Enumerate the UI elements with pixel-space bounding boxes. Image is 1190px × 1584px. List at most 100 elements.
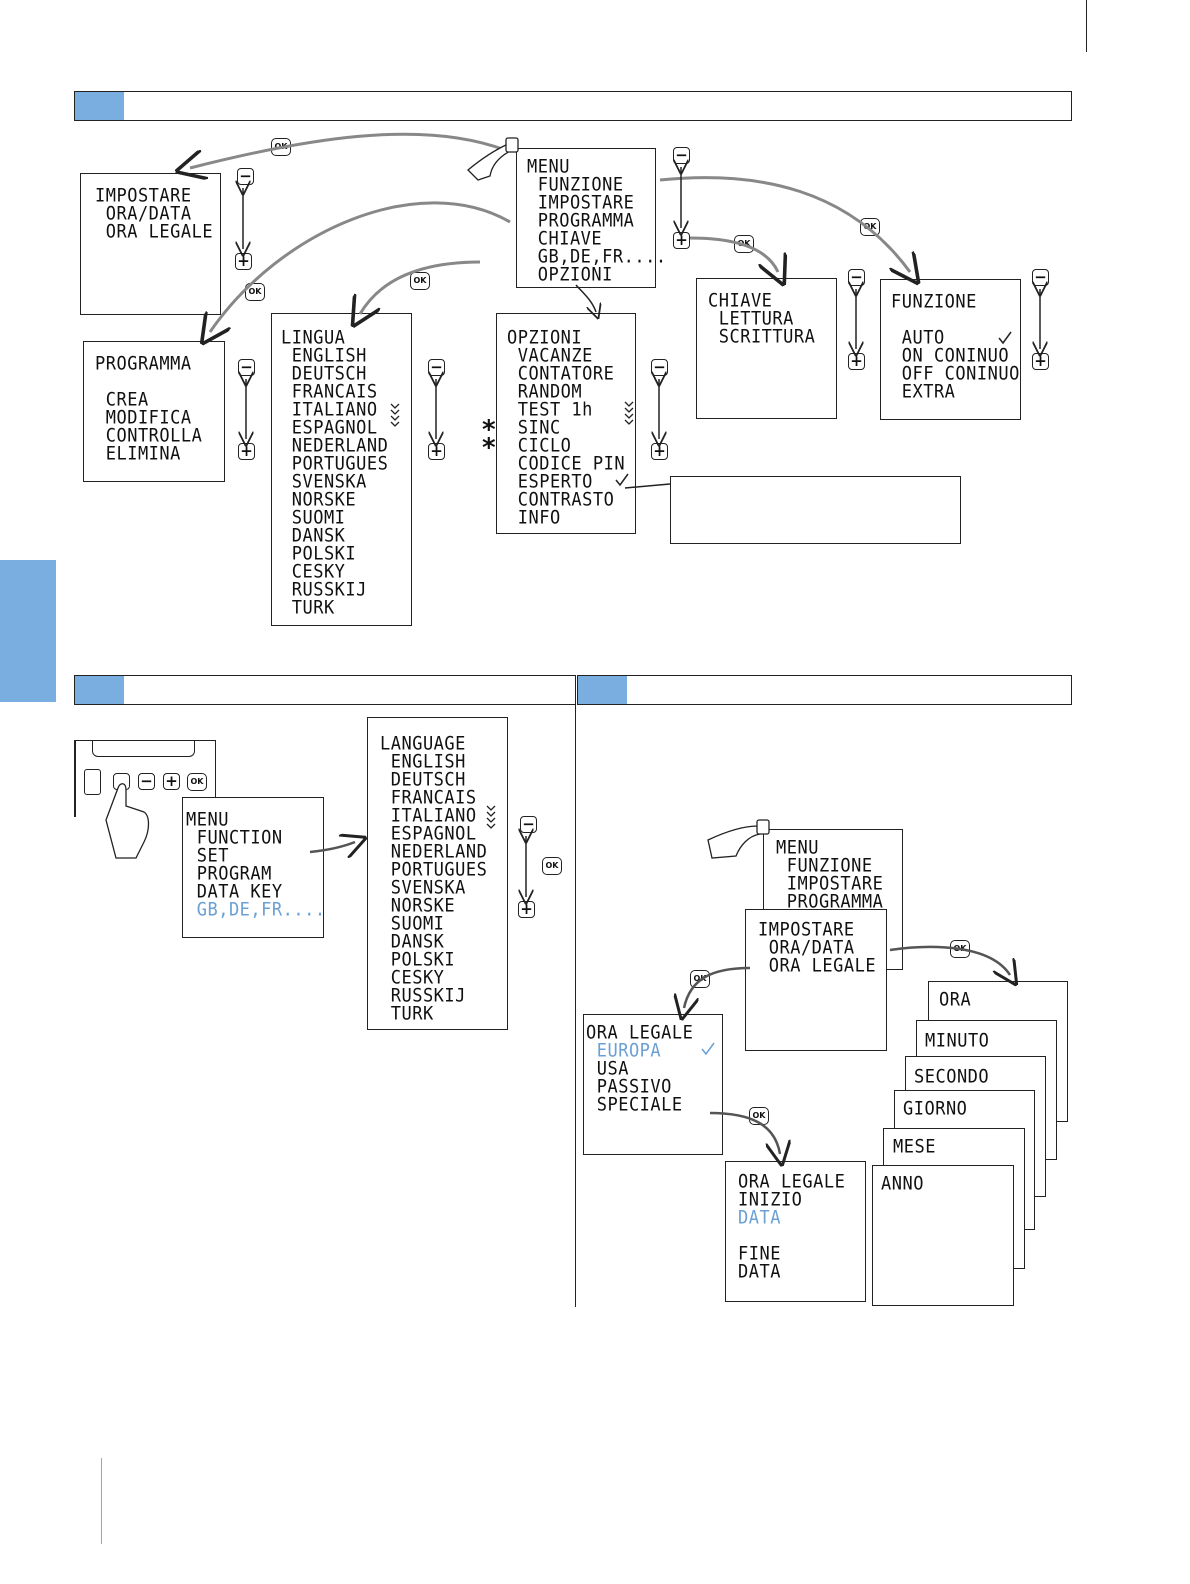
menu-en-line-4: DATA KEY	[186, 880, 283, 904]
screen-inizio-fine: ORA LEGALE INIZIO DATA FINE DATA	[725, 1161, 866, 1302]
programma-line-5: ELIMINA	[95, 442, 181, 466]
language-line-10: SUOMI	[380, 912, 445, 936]
opzioni-line-7: CODICE PIN	[507, 452, 626, 476]
menu-line-6: OPZIONI	[527, 263, 613, 287]
lingua-line-13: CESKY	[281, 560, 346, 584]
section-bar-ora-legale	[577, 675, 1072, 705]
menu-it-line-3: PROGRAMMA	[776, 890, 884, 914]
funzione-line-3: ON CONINUO	[891, 344, 1010, 368]
ora-legale-title: ORA LEGALE	[586, 1021, 694, 1045]
plus-button[interactable]: +	[235, 253, 252, 270]
hand-pointer-icon	[467, 137, 519, 181]
lingua-line-12: POLSKI	[281, 542, 357, 566]
plus-button[interactable]: +	[238, 443, 255, 460]
language-line-5: ESPAGNOL	[380, 822, 477, 846]
impostare-line-2: ORA LEGALE	[95, 220, 214, 244]
arrow-icon	[709, 1111, 780, 1154]
menu-line-2: IMPOSTARE	[527, 191, 635, 215]
lingua-line-4: ITALIANO	[281, 398, 378, 422]
menu-line-5: GB,DE,FR....	[527, 245, 667, 269]
screen-funzione: FUNZIONE AUTO ON CONINUO OFF CONINUO EXT…	[880, 279, 1021, 420]
plus-button[interactable]: +	[651, 443, 668, 460]
lingua-line-11: DANSK	[281, 524, 346, 548]
menu-line-1: FUNZIONE	[527, 173, 624, 197]
page-margin-line	[101, 1458, 102, 1544]
plus-button[interactable]: +	[673, 232, 690, 249]
stack-screen-anno: ANNO	[872, 1165, 1014, 1306]
screen-ora-legale: ORA LEGALE EUROPA USA PASSIVO SPECIALE	[583, 1014, 723, 1155]
lingua-line-10: SUOMI	[281, 506, 346, 530]
language-line-0: LANGUAGE	[380, 732, 466, 756]
opzioni-line-3: RANDOM	[507, 380, 583, 404]
fine-line-0: FINE	[738, 1242, 781, 1266]
opzioni-line-5: SINC	[507, 416, 561, 440]
hand-pointer-icon	[707, 819, 770, 859]
opzioni-line-2: CONTATORE	[507, 362, 615, 386]
scroll-chevrons-icon	[486, 805, 496, 829]
programma-line-4: CONTROLLA	[95, 424, 203, 448]
opzioni-line-6: CICLO	[507, 434, 572, 458]
screen-impostare-2: IMPOSTARE ORA/DATA ORA LEGALE	[745, 909, 887, 1051]
programma-line-2: CREA	[95, 388, 149, 412]
ok-button[interactable]: OK	[410, 272, 430, 290]
stack-label-mese: MESE	[893, 1135, 936, 1159]
menu-en-line-highlight: GB,DE,FR....	[186, 898, 326, 922]
language-line-15: TURK	[380, 1002, 434, 1026]
column-divider	[575, 705, 576, 1307]
opzioni-line-1: VACANZE	[507, 344, 593, 368]
language-line-14: RUSSKIJ	[380, 984, 466, 1008]
menu-en-line-1: FUNCTION	[186, 826, 283, 850]
arrow-icon	[889, 945, 1010, 975]
fine-line-1: DATA	[738, 1260, 781, 1284]
ok-button[interactable]: OK	[245, 283, 265, 301]
funzione-line-5: EXTRA	[891, 380, 956, 404]
ok-button[interactable]: OK	[542, 857, 562, 875]
ora-legale-line-usa: USA	[586, 1057, 629, 1081]
arrow-icon	[360, 260, 481, 314]
language-line-12: POLSKI	[380, 948, 456, 972]
funzione-line-0: FUNZIONE	[891, 290, 977, 314]
stack-label-minuto: MINUTO	[925, 1029, 990, 1053]
stack-label-anno: ANNO	[881, 1172, 924, 1196]
lingua-line-7: PORTUGUES	[281, 452, 389, 476]
impostare2-line-0: IMPOSTARE	[758, 918, 855, 942]
check-icon	[998, 331, 1012, 345]
screen-impostare: IMPOSTARE ORA/DATA ORA LEGALE	[80, 173, 221, 315]
device-plus-button[interactable]: +	[163, 773, 180, 790]
menu-it-line-1: FUNZIONE	[776, 854, 873, 878]
programma-line-3: MODIFICA	[95, 406, 192, 430]
arrow-icon	[684, 966, 751, 1008]
opzioni-line-8: ESPERTO	[507, 470, 593, 494]
opzioni-line-10: INFO	[507, 506, 561, 530]
plus-button[interactable]: +	[518, 901, 535, 918]
impostare2-line-2: ORA LEGALE	[758, 954, 877, 978]
screen-main-menu: MENU FUNZIONE IMPOSTARE PROGRAMMA CHIAVE…	[516, 148, 666, 288]
device-panel-icon	[74, 740, 216, 817]
hand-pointer-icon	[105, 783, 150, 859]
language-line-4: ITALIANO	[380, 804, 477, 828]
arrow-icon	[575, 284, 596, 312]
chiave-line-2: SCRITTURA	[708, 325, 816, 349]
language-line-6: NEDERLAND	[380, 840, 488, 864]
impostare-line-1: ORA/DATA	[95, 202, 192, 226]
device-minus-button[interactable]: −	[138, 773, 155, 790]
chiave-line-1: LETTURA	[708, 307, 794, 331]
menu-en-line-2: SET	[186, 844, 229, 868]
funzione-line-2: AUTO	[891, 326, 945, 350]
funzione-line-4: OFF CONINUO	[891, 362, 1020, 386]
language-line-11: DANSK	[380, 930, 445, 954]
arrow-icon	[689, 236, 778, 272]
star-marker-ciclo: *	[482, 433, 496, 463]
esperto-note-box	[670, 476, 961, 544]
impostare2-line-1: ORA/DATA	[758, 936, 855, 960]
screen-lingua: LINGUA ENGLISH DEUTSCH FRANCAIS ITALIANO…	[271, 313, 412, 626]
section-tab-main	[75, 92, 124, 120]
stack-label-ora: ORA	[939, 988, 972, 1012]
inizio-line-highlight: DATA	[738, 1206, 781, 1230]
ora-legale-highlight: EUROPA	[586, 1039, 662, 1063]
impostare-line-0: IMPOSTARE	[95, 184, 192, 208]
device-ok-button[interactable]: OK	[187, 773, 207, 791]
ok-button[interactable]: OK	[860, 218, 880, 236]
ora-legale-line-passivo: PASSIVO	[586, 1075, 672, 1099]
ora-legale-line-speciale: SPECIALE	[586, 1093, 683, 1117]
